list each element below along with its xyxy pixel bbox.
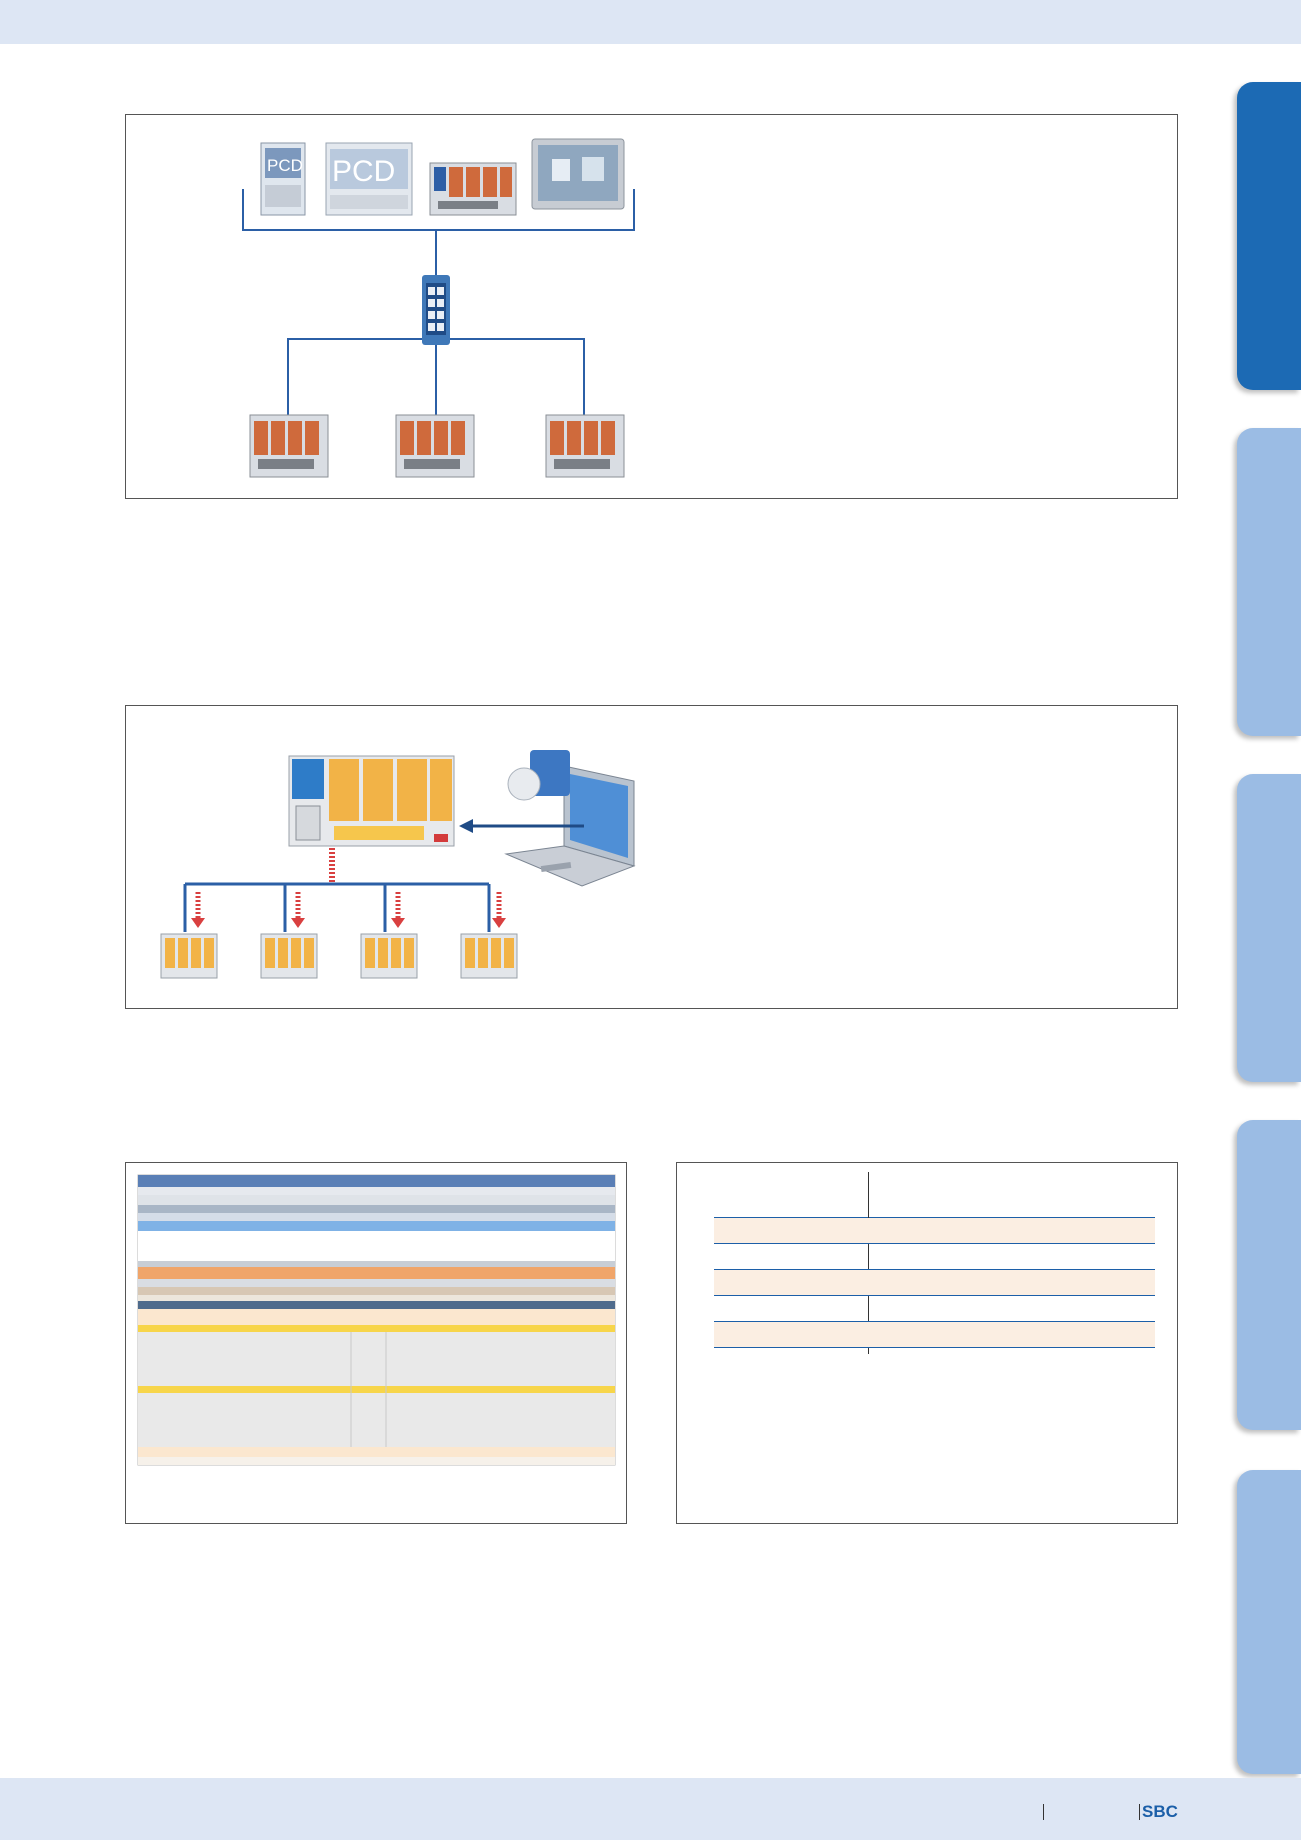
io-rack-icon <box>360 933 418 979</box>
figure-software-screenshot <box>125 1162 627 1524</box>
network-diagram: PCD PCD <box>242 138 635 478</box>
table-row <box>714 1322 1155 1348</box>
download-arrow-icon <box>391 892 405 928</box>
table-header-row <box>714 1172 1155 1218</box>
header-band <box>0 0 1301 44</box>
io-rack-icon <box>260 933 318 979</box>
pcd-main-controller-icon <box>288 755 455 847</box>
footer-band: SBC <box>0 1778 1301 1840</box>
table-row <box>714 1244 1155 1270</box>
side-tab-4[interactable] <box>1237 1120 1301 1430</box>
laptop-icon <box>504 765 636 887</box>
distribution-diagram <box>160 750 636 979</box>
footer-separator <box>1043 1804 1044 1820</box>
download-arrow-icon <box>191 892 205 928</box>
figure-program-distribution <box>125 705 1178 1009</box>
side-tab-2[interactable] <box>1237 428 1301 736</box>
io-rack-icon <box>460 933 518 979</box>
table-row <box>714 1270 1155 1296</box>
brand-logo: SBC <box>1142 1802 1178 1821</box>
figure-network-topology: PCD PCD <box>125 114 1178 499</box>
pcd-controller-large-icon: PCD <box>325 142 413 216</box>
table-column-divider <box>868 1172 869 1354</box>
configurator-screenshot <box>137 1174 616 1466</box>
io-rack-icon <box>545 414 625 478</box>
side-tab-5[interactable] <box>1237 1470 1301 1774</box>
io-rack-icon <box>249 414 329 478</box>
side-tab-1[interactable] <box>1237 82 1301 390</box>
device-label-1: PCD <box>267 156 303 175</box>
io-rack-icon <box>160 933 218 979</box>
pcd-controller-small-icon: PCD <box>260 142 306 216</box>
side-tab-3[interactable] <box>1237 774 1301 1082</box>
software-disc-icon <box>507 750 570 801</box>
download-arrow-icon <box>492 892 506 928</box>
footer-separator <box>1139 1804 1140 1820</box>
io-rack-icon <box>429 162 517 216</box>
device-label-2: PCD <box>332 155 395 188</box>
ethernet-switch-icon <box>422 275 450 345</box>
data-table <box>714 1172 1155 1354</box>
io-rack-icon <box>395 414 475 478</box>
table-row <box>714 1296 1155 1322</box>
hmi-panel-icon <box>531 138 625 210</box>
download-arrow-icon <box>291 892 305 928</box>
table-row <box>714 1218 1155 1244</box>
